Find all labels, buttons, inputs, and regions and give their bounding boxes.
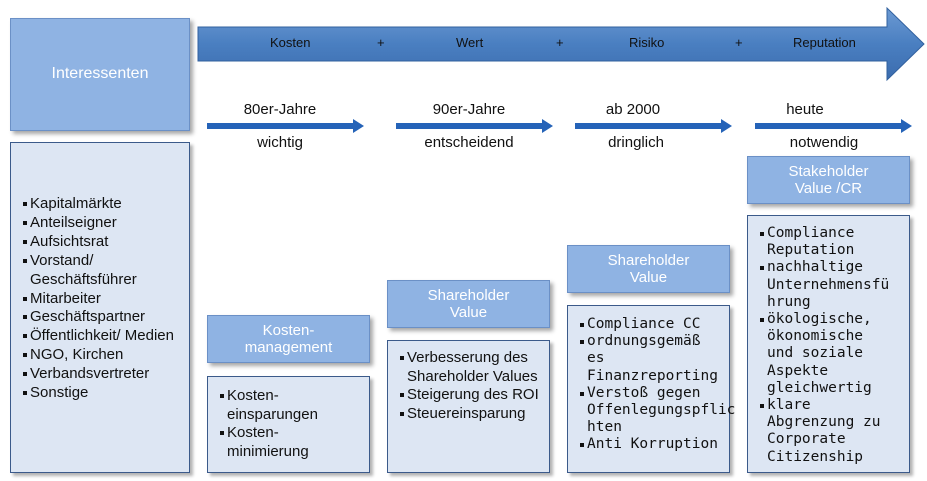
banner-item-wert: Wert bbox=[456, 35, 484, 50]
list-item: Compliance Reputation bbox=[760, 225, 907, 259]
banner-plus-1: + bbox=[377, 35, 385, 50]
era-list-box-1: Kosten- einsparungen Kosten- minimierung bbox=[207, 376, 370, 473]
era-focus-label-4: Stakeholder Value /CR bbox=[788, 162, 869, 197]
list-item: Vorstand/ Geschäftsführer bbox=[23, 252, 183, 290]
era-list-3: Compliance CC ordnungsgemäß es Finanzrep… bbox=[580, 316, 735, 454]
banner-item-risiko: Risiko bbox=[629, 35, 665, 50]
list-item: Anteilseigner bbox=[23, 214, 183, 233]
list-item: ordnungsgemäß es Finanzreporting bbox=[580, 333, 727, 385]
banner-item-kosten: Kosten bbox=[270, 35, 311, 50]
era-arrow-4 bbox=[755, 119, 912, 133]
era-list-box-3: Compliance CC ordnungsgemäß es Finanzrep… bbox=[567, 305, 735, 473]
list-item: Steigerung des ROI bbox=[400, 386, 545, 405]
list-item: Kosten- minimierung bbox=[220, 424, 363, 461]
list-item: ökologische, ökonomische und soziale Asp… bbox=[760, 311, 907, 397]
era-list-box-4: Compliance Reputation nachhaltige Untern… bbox=[747, 215, 910, 473]
list-item: Öffentlichkeit/ Medien bbox=[23, 327, 183, 346]
stakeholders-header: Interessenten bbox=[10, 18, 190, 131]
list-item: Verbandsvertreter bbox=[23, 365, 183, 384]
banner-item-reputation: Reputation bbox=[793, 35, 856, 50]
stakeholders-list-box: Kapitalmärkte Anteilseigner Aufsichtsrat… bbox=[10, 142, 190, 473]
era-focus-label-3: Shareholder Value bbox=[607, 251, 690, 286]
era-arrow-3 bbox=[575, 119, 732, 133]
era-list-2: Verbesserung des Shareholder Values Stei… bbox=[400, 349, 545, 423]
list-item: Mitarbeiter bbox=[23, 290, 183, 309]
era-focus-label-1: Kosten- management bbox=[244, 321, 333, 356]
era-focus-label-2: Shareholder Value bbox=[427, 286, 510, 321]
era-attribute-2: entscheidend bbox=[424, 134, 514, 151]
era-arrow-2 bbox=[396, 119, 553, 133]
banner-plus-3: + bbox=[735, 35, 743, 50]
list-item: Kapitalmärkte bbox=[23, 195, 183, 214]
stakeholders-title: Interessenten bbox=[51, 65, 149, 83]
era-period-1: 80er-Jahre bbox=[243, 101, 317, 118]
list-item: NGO, Kirchen bbox=[23, 346, 183, 365]
era-attribute-1: wichtig bbox=[257, 134, 303, 151]
list-item: Verbesserung des Shareholder Values bbox=[400, 349, 545, 386]
list-item: Verstoß gegen Offenlegungspflic hten bbox=[580, 385, 735, 437]
era-focus-box-1: Kosten- management bbox=[207, 315, 370, 363]
list-item: nachhaltige Unternehmensfü hrung bbox=[760, 259, 907, 311]
list-item: Anti Korruption bbox=[580, 436, 727, 453]
stakeholders-list: Kapitalmärkte Anteilseigner Aufsichtsrat… bbox=[23, 195, 183, 403]
list-item: Aufsichtsrat bbox=[23, 233, 183, 252]
era-arrow-1 bbox=[207, 119, 364, 133]
list-item: Compliance CC bbox=[580, 316, 727, 333]
list-item: klare Abgrenzung zu Corporate Citizenshi… bbox=[760, 397, 907, 466]
era-attribute-3: dringlich bbox=[608, 134, 664, 151]
era-list-1: Kosten- einsparungen Kosten- minimierung bbox=[220, 387, 363, 461]
era-period-3: ab 2000 bbox=[605, 101, 661, 118]
list-item: Steuereinsparung bbox=[400, 405, 545, 424]
era-attribute-4: notwendig bbox=[789, 134, 859, 151]
banner-plus-2: + bbox=[556, 35, 564, 50]
era-focus-box-2: Shareholder Value bbox=[387, 280, 550, 328]
era-focus-box-3: Shareholder Value bbox=[567, 245, 730, 293]
list-item: Geschäftspartner bbox=[23, 308, 183, 327]
timeline-banner-arrow bbox=[197, 6, 925, 82]
era-period-2: 90er-Jahre bbox=[432, 101, 506, 118]
era-list-box-2: Verbesserung des Shareholder Values Stei… bbox=[387, 340, 550, 473]
era-list-4: Compliance Reputation nachhaltige Untern… bbox=[760, 225, 907, 466]
era-focus-box-4: Stakeholder Value /CR bbox=[747, 156, 910, 204]
list-item: Kosten- einsparungen bbox=[220, 387, 363, 424]
list-item: Sonstige bbox=[23, 384, 183, 403]
era-period-4: heute bbox=[786, 101, 824, 118]
